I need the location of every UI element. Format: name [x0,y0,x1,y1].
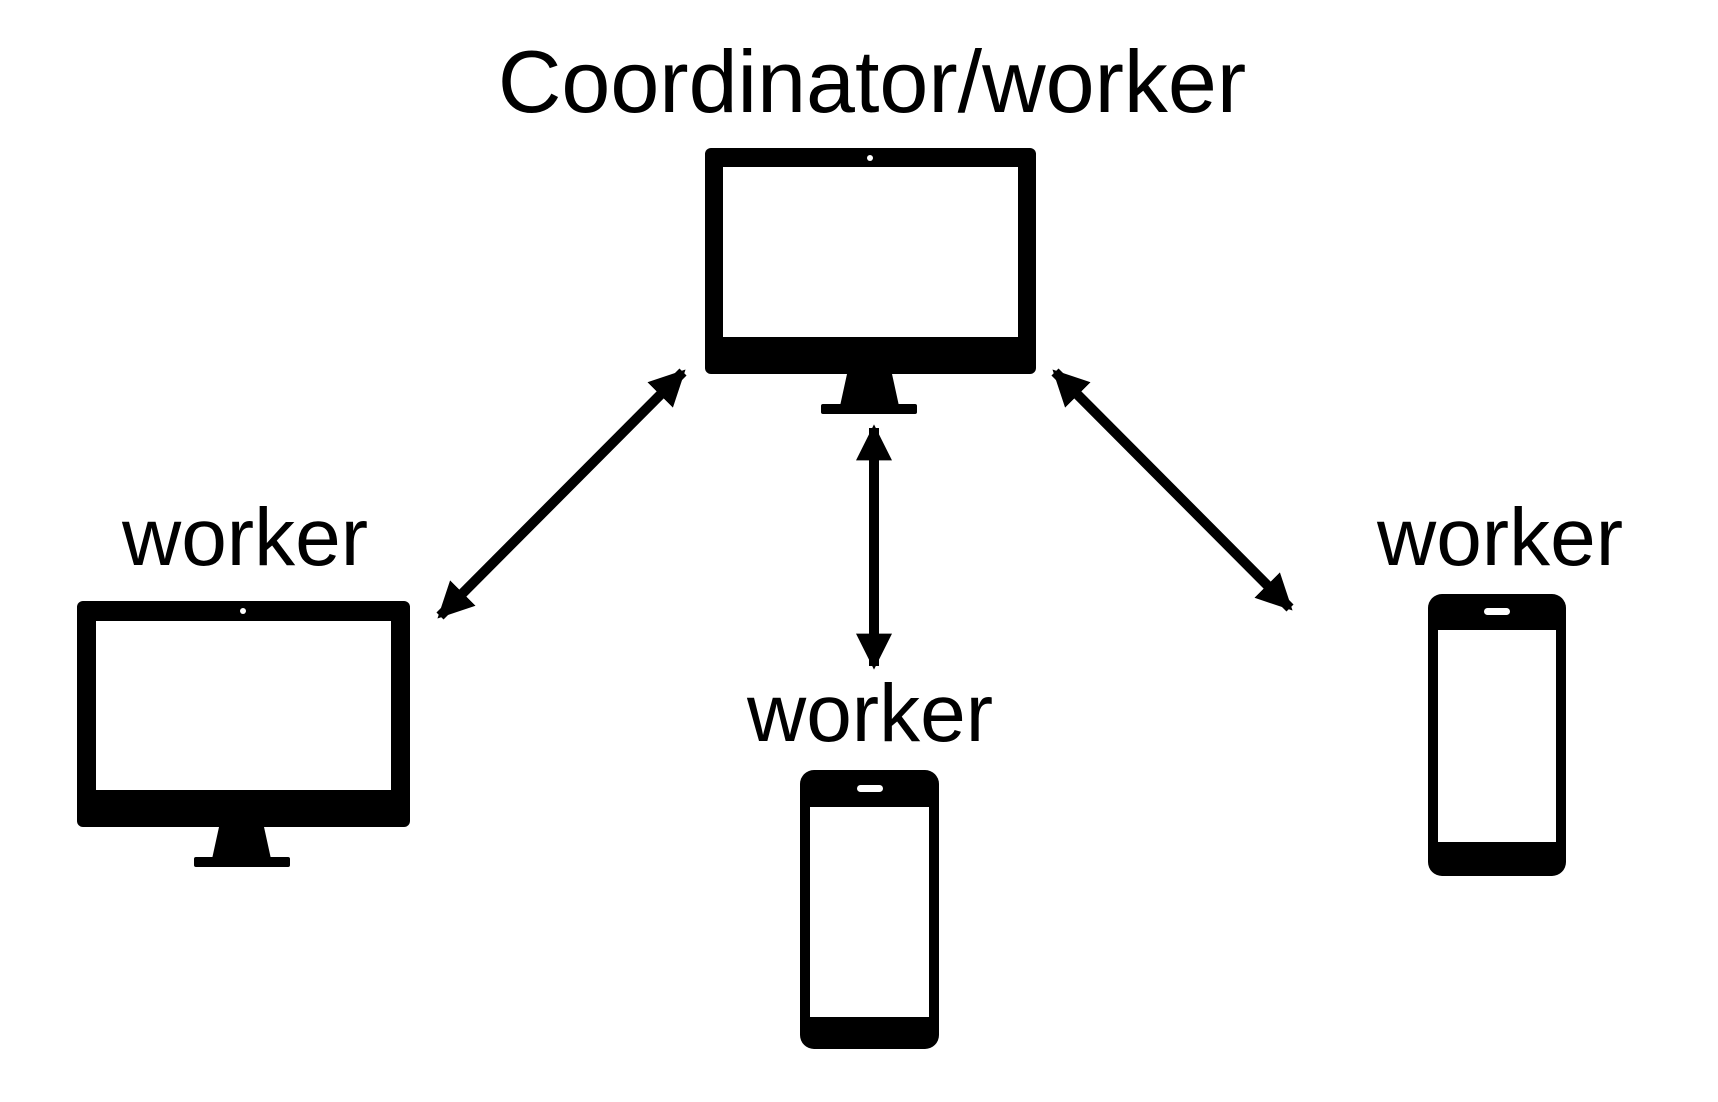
center-worker-phone-icon [800,770,939,1049]
right-worker-label: worker [1376,492,1624,583]
arrow-coordinator-left-worker [436,368,687,620]
left-worker-label: worker [121,492,369,583]
left-worker-monitor-icon [77,601,410,867]
coordinator-monitor-icon [705,148,1036,414]
coordinator-label: Coordinator/worker [497,32,1247,131]
arrow-coordinator-right-worker [1051,368,1294,612]
center-worker-label: worker [746,668,994,759]
right-worker-phone-icon [1428,594,1566,876]
